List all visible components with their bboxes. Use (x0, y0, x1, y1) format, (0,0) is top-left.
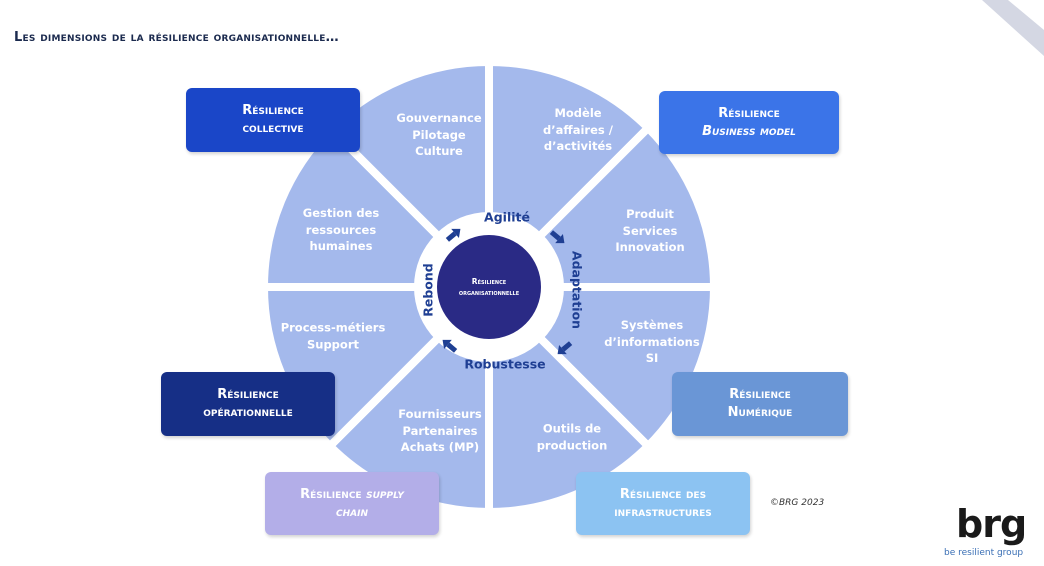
segment-label-process: Process-métiers Support (280, 320, 386, 351)
copyright: ©BRG 2023 (770, 498, 825, 508)
segment-label-systemes: Systèmes d’informations SI (604, 317, 700, 366)
card-collective-line1: Résilience (242, 103, 304, 119)
ring-label-adaptation: Adaptation (569, 250, 585, 330)
card-infra-line2: infrastructures (614, 504, 712, 520)
page-title: Les dimensions de la résilience organisa… (14, 30, 339, 45)
segment-label-gestion: Gestion des ressources humaines (302, 205, 380, 254)
card-supply-line1b: supply (366, 486, 404, 502)
card-resilience-supply-chain: Résilience supply chain (265, 472, 439, 535)
brg-logo-tagline: be resilient group (944, 548, 1024, 558)
segment-label-outils: Outils de production (536, 421, 608, 452)
arrow-bottom-right-icon (557, 341, 573, 355)
arrow-bottom-left-icon (442, 339, 458, 353)
segment-label-fournisseurs: Fournisseurs Partenaires Achats (MP) (398, 406, 482, 455)
card-infra-line1: Résilience des (619, 486, 707, 502)
card-numerique-line2: Numérique (727, 405, 793, 420)
card-operationnelle-line1: Résilience (217, 387, 279, 403)
brg-logo: brg (956, 502, 1027, 546)
center-circle (437, 235, 541, 339)
card-resilience-infrastructures: Résilience des infrastructures (576, 472, 750, 535)
ring-label-agilite: Agilité (484, 209, 530, 225)
arrow-top-left-icon (445, 228, 461, 242)
card-business-line2: Business model (702, 123, 796, 139)
card-business-line1: Résilience (718, 105, 780, 121)
arrow-top-right-icon (549, 230, 565, 244)
card-operationnelle-line2: opérationnelle (203, 405, 293, 420)
card-numerique-line1: Résilience (729, 387, 791, 403)
segment-label-produit: Produit Services Innovation (615, 206, 685, 255)
card-resilience-collective: Résilience collective (186, 88, 360, 152)
corner-decoration (982, 0, 1044, 56)
ring-label-robustesse: Robustesse (464, 356, 546, 372)
card-supply-line1a: Résilience (300, 486, 367, 502)
card-resilience-business-model: Résilience Business model (659, 91, 839, 154)
card-resilience-numerique: Résilience Numérique (672, 372, 848, 436)
segment-label-gouvernance: Gouvernance Pilotage Culture (396, 110, 482, 159)
card-supply-line1: Résilience supply (300, 486, 404, 504)
ring-arrows (442, 228, 573, 355)
card-supply-line2: chain (336, 504, 368, 520)
segment-label-modele: Modèle d’affaires / d’activités (543, 105, 613, 154)
card-collective-line2: collective (242, 121, 304, 136)
card-resilience-operationnelle: Résilience opérationnelle (161, 372, 335, 436)
center-label: Résilience organisationnelle (458, 276, 520, 297)
